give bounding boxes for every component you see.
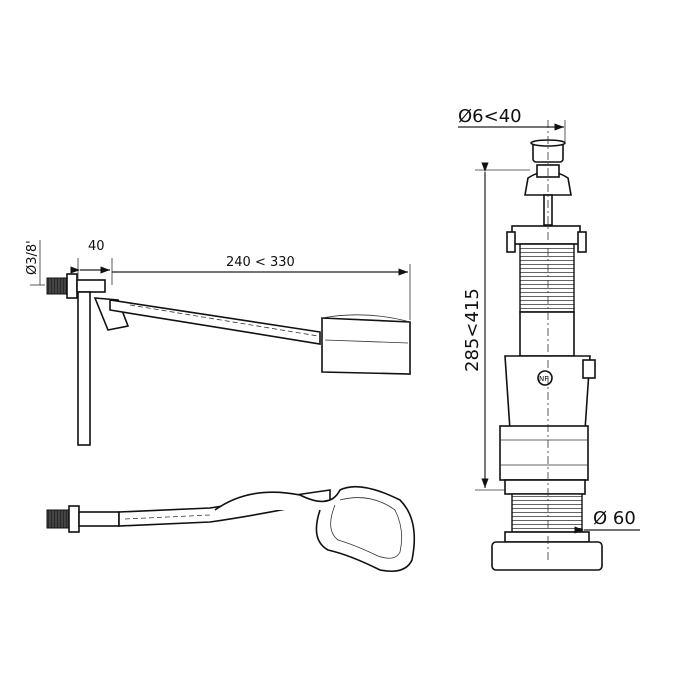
- dimension-arm-length: 240 < 330: [112, 255, 411, 320]
- float-valve-top-view: [46, 485, 416, 573]
- valve-height-label: 285<415: [462, 288, 483, 372]
- inlet-offset-label: 40: [88, 239, 105, 254]
- float-valve-side-view: [46, 273, 411, 446]
- inlet-diameter-label: Ø3/8': [25, 240, 40, 275]
- base-diameter-label: Ø 60: [593, 508, 636, 529]
- dimension-inlet-offset: 40: [70, 239, 113, 285]
- flush-valve-drawing: NF: [491, 120, 603, 571]
- nf-logo: NF: [539, 375, 548, 383]
- dimension-button-diameter: Ø6<40: [458, 106, 566, 142]
- arm-length-label: 240 < 330: [226, 255, 295, 270]
- dimension-inlet-diameter: Ø3/8': [25, 240, 45, 286]
- button-diameter-label: Ø6<40: [458, 106, 522, 127]
- dimension-base-diameter: Ø 60: [574, 508, 640, 534]
- dimension-valve-height: 285<415: [462, 162, 530, 491]
